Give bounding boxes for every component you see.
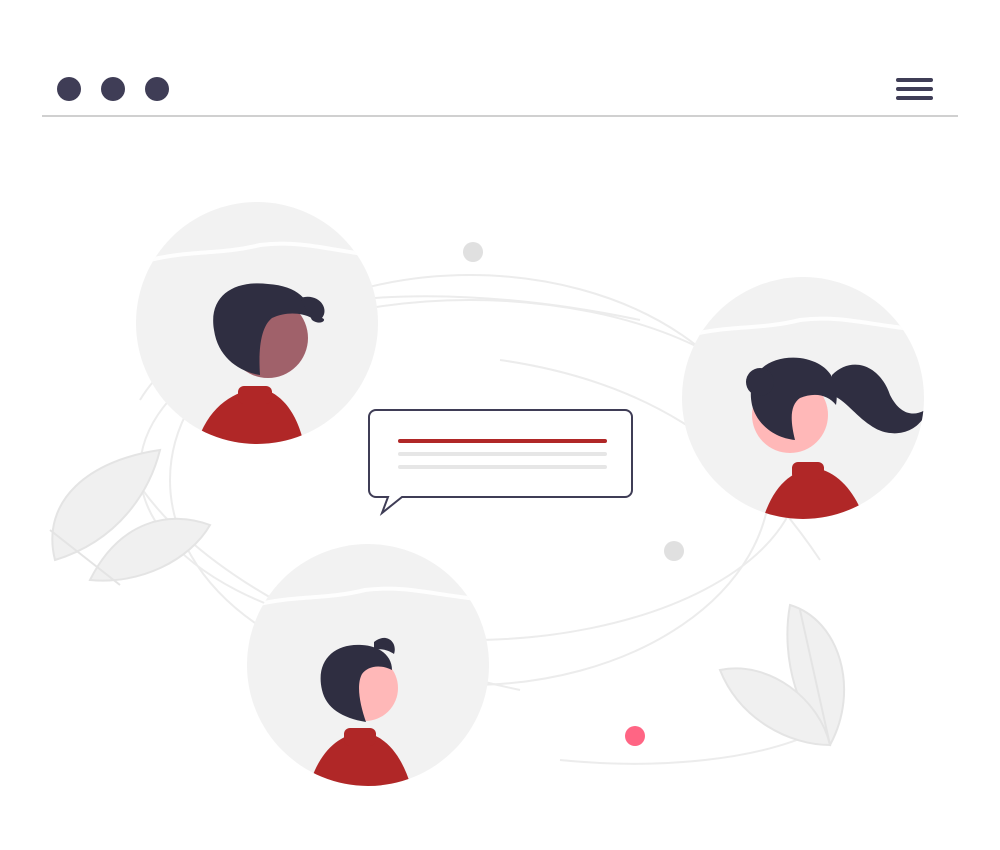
decor-dot: [664, 541, 684, 561]
titlebar-divider: [42, 115, 958, 117]
window-control-dot[interactable]: [57, 77, 81, 101]
window-titlebar: [0, 0, 1000, 120]
leaf-right: [718, 603, 845, 747]
chat-line-accent: [398, 439, 607, 443]
decor-dot-pink: [625, 726, 645, 746]
window-control-dot[interactable]: [101, 77, 125, 101]
chat-line-gray: [398, 465, 607, 469]
avatar-bottom: [247, 544, 489, 786]
window-control-dot[interactable]: [145, 77, 169, 101]
chat-bubble: [368, 409, 633, 517]
leaf-left: [49, 448, 212, 586]
decor-dot: [463, 242, 483, 262]
avatar-right: [682, 277, 924, 519]
avatar-top-left: [136, 202, 378, 444]
hamburger-menu-icon[interactable]: [896, 78, 933, 100]
chat-line-gray: [398, 452, 607, 456]
